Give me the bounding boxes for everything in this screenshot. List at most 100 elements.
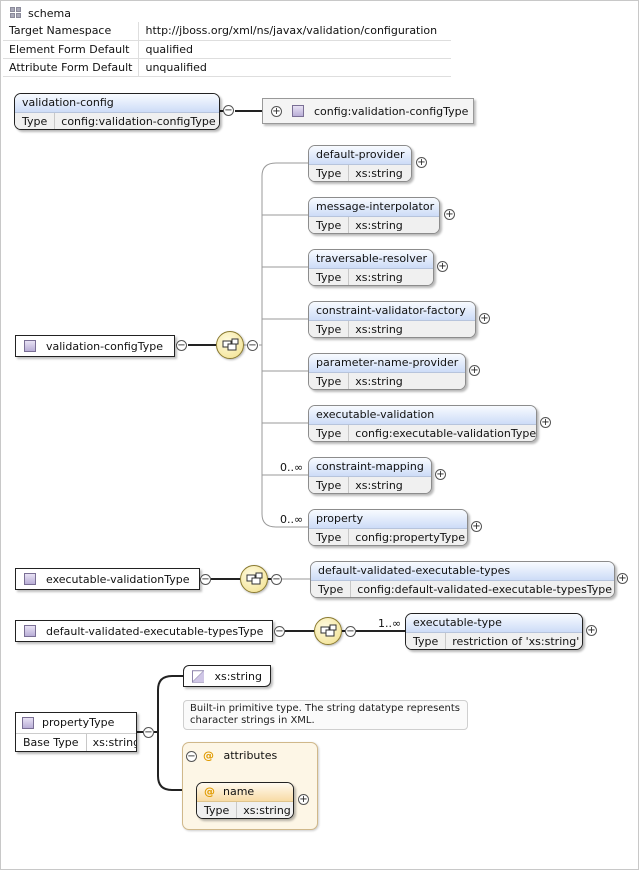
table-row: Attribute Form Default unqualified [3,58,451,77]
expand-toggle[interactable]: + [444,209,455,220]
sequence-compositor-icon[interactable] [216,331,244,359]
type-value: xs:string [355,323,403,336]
type-label: Type [309,529,350,545]
complex-type-icon [24,625,36,637]
type-label: Type [309,373,350,389]
element-name: default-provider [309,146,411,165]
property-key: Attribute Form Default [3,58,140,77]
simple-type-icon [192,669,205,683]
type-value: xs:string [355,271,403,284]
property-value: http://jboss.org/xml/ns/javax/validation… [138,22,451,41]
attribute-icon: @ [204,785,215,798]
type-name: validation-configType [46,339,164,353]
element-executable-type[interactable]: executable-type Type restriction of 'xs:s… [405,613,583,650]
type-label: Type [309,477,350,493]
schema-title: schema [28,6,71,20]
expand-toggle[interactable]: + [586,625,597,636]
collapse-toggle[interactable]: − [186,751,197,762]
collapse-toggle[interactable]: − [271,574,282,585]
type-documentation-note: Built-in primitive type. The string data… [183,700,468,730]
complex-type-icon [292,105,304,117]
type-value: xs:string [355,219,403,232]
element-name: property [309,510,467,529]
type-value: xs:string [243,804,291,817]
type-value: xs:string [355,375,403,388]
element-property[interactable]: property Type config:propertyType [308,509,468,546]
collapse-toggle[interactable]: − [176,340,187,351]
element-message-interpolator[interactable]: message-interpolator Type xs:string [308,197,440,234]
expand-toggle[interactable]: + [617,573,628,584]
element-name: default-validated-executable-types [311,562,614,581]
type-label: Type [309,217,350,233]
element-type-row: Type config:validation-configType [15,113,219,129]
collapse-toggle[interactable]: − [143,727,154,738]
property-key: Element Form Default [3,40,140,59]
complex-type-executable-validationType[interactable]: executable-validationType [15,568,200,590]
attribute-name[interactable]: @ name Type xs:string [196,782,294,819]
attribute-name-label: name [223,785,255,798]
type-label: Type [309,269,350,285]
schema-header: schema [10,4,71,22]
type-name: default-validated-executable-typesType [46,624,264,638]
property-value: qualified [138,40,451,59]
type-label: Type [406,633,447,649]
type-value: config:default-validated-executable-type… [357,583,613,596]
collapse-toggle[interactable]: − [247,340,258,351]
type-value: xs:string [355,479,403,492]
collapse-toggle[interactable]: − [274,626,285,637]
simple-type-xs-string[interactable]: xs:string [183,665,271,687]
attributes-heading: @ attributes [203,749,277,762]
element-name: validation-config [15,94,219,113]
ref-type-validation-configType[interactable]: + config:validation-configType [262,98,474,124]
type-header: propertyType [16,713,136,734]
table-row: Target Namespace http://jboss.org/xml/ns… [3,22,451,41]
property-key: Target Namespace [3,22,140,41]
type-value: config:propertyType [355,531,465,544]
element-parameter-name-provider[interactable]: parameter-name-provider Type xs:string [308,353,466,390]
element-executable-validation[interactable]: executable-validation Type config:executa… [308,405,537,442]
expand-toggle[interactable]: + [271,105,282,117]
cardinality-label: 0..∞ [280,461,304,474]
element-name: executable-validation [309,406,536,425]
simple-type-name: xs:string [214,669,262,683]
expand-toggle[interactable]: + [540,417,551,428]
ref-type-label: config:validation-configType [314,104,469,118]
type-label: Type [197,802,238,818]
collapse-toggle[interactable]: − [345,626,356,637]
complex-type-default-validated-executable-typesType[interactable]: default-validated-executable-typesType [15,620,273,642]
type-name: propertyType [42,716,115,729]
type-label: Type [311,581,352,597]
root-element-validation-config[interactable]: validation-config Type config:validation… [14,93,220,130]
expand-toggle[interactable]: + [437,261,448,272]
type-value: config:executable-validationType [355,427,537,440]
expand-toggle[interactable]: + [416,157,427,168]
attributes-label: attributes [223,749,278,762]
collapse-toggle[interactable]: − [223,105,234,116]
schema-icon [10,7,22,19]
complex-type-validation-configType[interactable]: validation-configType [15,335,175,357]
expand-toggle[interactable]: + [479,313,490,324]
expand-toggle[interactable]: + [298,794,309,805]
expand-toggle[interactable]: + [471,521,482,532]
collapse-toggle[interactable]: − [200,574,211,585]
expand-toggle[interactable]: + [435,469,446,480]
complex-type-icon [24,340,36,352]
type-label: Type [309,425,350,441]
type-value: restriction of 'xs:string' [452,635,580,648]
schema-properties-table: Target Namespace http://jboss.org/xml/ns… [3,22,451,77]
cardinality-label: 0..∞ [280,513,304,526]
type-value: config:validation-configType [61,115,216,128]
element-name: message-interpolator [309,198,439,217]
sequence-compositor-icon[interactable] [314,617,342,645]
element-name: executable-type [406,614,582,633]
sequence-compositor-icon[interactable] [240,565,268,593]
element-name: parameter-name-provider [309,354,465,373]
expand-toggle[interactable]: + [469,365,480,376]
